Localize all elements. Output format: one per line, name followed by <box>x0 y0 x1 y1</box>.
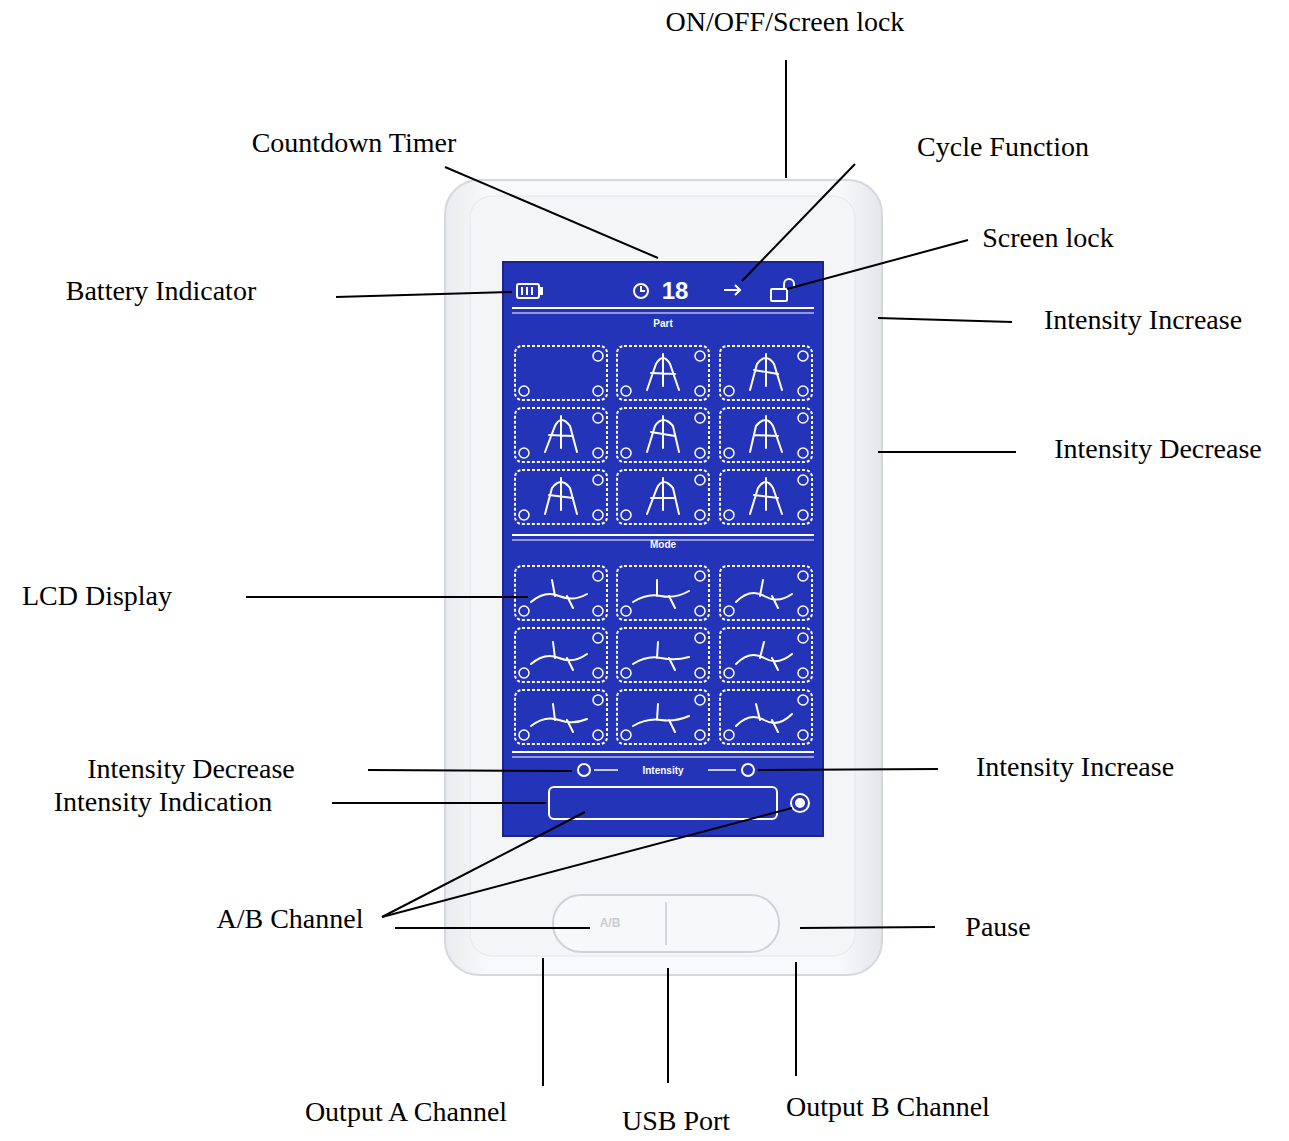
screen-heading: Intensity <box>642 765 683 776</box>
callout-label: LCD Display <box>22 581 172 612</box>
callout-label: Output B Channel <box>786 1092 990 1123</box>
screen-heading: Mode <box>650 539 676 550</box>
callout-label: Intensity Decrease <box>87 754 295 785</box>
screen-heading: Part <box>653 318 672 329</box>
callout-label: Countdown Timer <box>252 128 457 159</box>
button-text: A/B <box>600 917 621 930</box>
callout-label: Intensity Decrease <box>1054 434 1262 465</box>
timer-digits: 18 <box>662 278 689 304</box>
callout-label: Intensity Increase <box>1044 305 1242 336</box>
callout-label: USB Port <box>622 1106 730 1137</box>
callout-label: Intensity Increase <box>976 752 1174 783</box>
callout-label: Screen lock <box>982 223 1113 254</box>
lcd-screen <box>503 262 823 836</box>
program-tiles <box>515 346 812 744</box>
callout-label: ON/OFF/Screen lock <box>666 7 905 38</box>
callout-label: Battery Indicator <box>66 276 256 307</box>
callout-label: Output A Channel <box>305 1097 507 1128</box>
callout-label: Cycle Function <box>917 132 1089 163</box>
button-pill <box>553 895 779 952</box>
callout-label: Pause <box>965 912 1030 943</box>
device-body <box>445 180 882 975</box>
screen-graphics <box>512 279 814 819</box>
callout-label: A/B Channel <box>217 904 364 935</box>
callout-label: Intensity Indication <box>54 787 273 818</box>
